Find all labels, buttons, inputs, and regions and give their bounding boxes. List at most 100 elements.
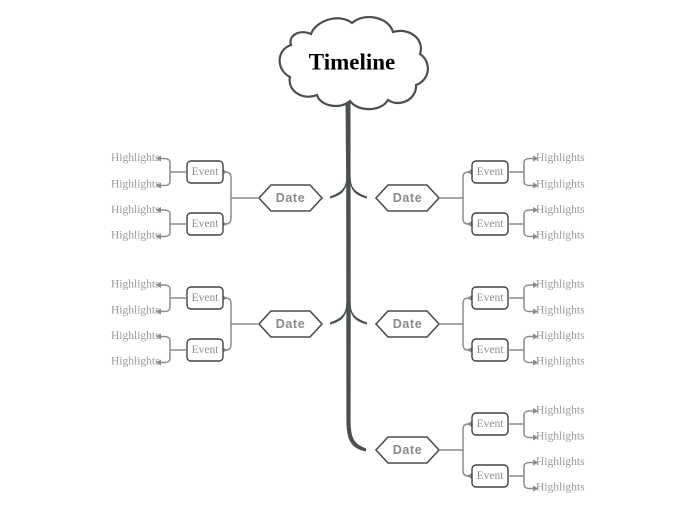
- arrowhead-event-1: [466, 421, 472, 427]
- connector-event2-hl2: [161, 350, 171, 364]
- arrowhead-event-2: [466, 347, 472, 353]
- date-node-top-right[interactable]: Date: [374, 184, 441, 212]
- highlight-label: Highlights: [536, 152, 585, 164]
- connector-event2-hl1: [161, 209, 171, 224]
- connector-event1-hl2: [161, 172, 171, 187]
- connector-event1-hl2: [161, 298, 171, 313]
- arrowhead-hl-3: [155, 333, 161, 340]
- event-node-mid-left-1[interactable]: Event: [186, 286, 224, 310]
- arrowhead-hl-2: [533, 434, 539, 441]
- connector-event1-hl1: [161, 157, 171, 172]
- highlight-label: Highlights: [536, 230, 585, 242]
- arrowhead-hl-2: [155, 308, 161, 315]
- event-node-top-left-2[interactable]: Event: [186, 212, 224, 236]
- highlight-label: Highlights: [111, 179, 160, 191]
- date-label: Date: [393, 443, 423, 457]
- root-label: Timeline: [309, 49, 395, 74]
- event-label: Event: [477, 166, 505, 178]
- connector-event1-hl2: [523, 172, 533, 187]
- event-label: Event: [477, 470, 505, 482]
- arrowhead-hl-3: [533, 333, 539, 340]
- cluster-bottom-right: Date Event Event Highlights Highlights H…: [374, 405, 585, 494]
- cluster-top-right: Date Event Event Highlights Highlights H…: [374, 152, 585, 242]
- event-label: Event: [192, 292, 220, 304]
- highlight-label: Highlights: [111, 356, 160, 368]
- highlight-label: Highlights: [536, 356, 585, 368]
- event-label: Event: [477, 344, 505, 356]
- arrowhead-hl-4: [533, 233, 539, 240]
- event-label: Event: [477, 292, 505, 304]
- date-hex-shape: [374, 310, 441, 338]
- arrowhead-hl-4: [533, 485, 539, 492]
- event-node-mid-left-2[interactable]: Event: [186, 338, 224, 362]
- highlight-label: Highlights: [111, 330, 160, 342]
- event-node-top-right-1[interactable]: Event: [471, 160, 509, 184]
- highlight-label: Highlights: [536, 204, 585, 216]
- highlight-label: Highlights: [536, 179, 585, 191]
- connector-spine-to-event-2: [462, 198, 472, 225]
- event-label: Event: [192, 166, 220, 178]
- highlight-label: Highlights: [536, 456, 585, 468]
- date-node-mid-left[interactable]: Date: [257, 310, 324, 338]
- trunk-group: [330, 95, 367, 452]
- connector-event2-hl1: [523, 335, 533, 350]
- date-label: Date: [276, 191, 306, 205]
- arrowhead-hl-3: [533, 459, 539, 466]
- arrowhead-hl-2: [155, 182, 161, 189]
- event-node-mid-right-2[interactable]: Event: [471, 338, 509, 362]
- event-node-bottom-right-2[interactable]: Event: [471, 464, 509, 488]
- cluster-top-left: Date Event Event Highlights Highl: [111, 152, 324, 242]
- arrowhead-hl-2: [533, 182, 539, 189]
- date-node-mid-right[interactable]: Date: [374, 310, 441, 338]
- connector-spine-to-event-2: [462, 450, 472, 477]
- arrowhead-hl-1: [155, 155, 161, 162]
- date-label: Date: [393, 317, 423, 331]
- arrowhead-hl-1: [533, 282, 539, 288]
- event-node-top-right-2[interactable]: Event: [471, 212, 509, 236]
- connector-spine-to-event-1: [462, 423, 472, 450]
- arrowhead-hl-4: [533, 359, 539, 366]
- arrowhead-hl-3: [155, 207, 161, 213]
- arrowhead-event-1: [466, 295, 472, 301]
- root-node-timeline[interactable]: Timeline: [278, 15, 429, 111]
- date-node-bottom-right[interactable]: Date: [374, 436, 441, 464]
- connector-spine-to-event-2: [462, 324, 472, 351]
- arrowhead-event-2: [466, 473, 472, 479]
- connector-event1-hl1: [523, 284, 533, 298]
- event-label: Event: [477, 218, 505, 230]
- cloud-shape: [278, 15, 429, 111]
- arrowhead-hl-4: [155, 359, 161, 366]
- highlight-label: Highlights: [536, 305, 585, 317]
- arrowhead-hl-1: [533, 155, 539, 162]
- event-node-top-left-1[interactable]: Event: [186, 160, 224, 184]
- connector-event2-hl1: [161, 335, 171, 350]
- highlight-label: Highlights: [111, 204, 160, 216]
- connector-event2-hl1: [523, 209, 533, 224]
- connector-spine-to-event-1: [462, 171, 472, 198]
- highlight-label: Highlights: [536, 431, 585, 443]
- date-node-top-left[interactable]: Date: [257, 184, 324, 212]
- event-node-mid-right-1[interactable]: Event: [471, 286, 509, 310]
- connector-spine-to-event-1: [462, 297, 472, 324]
- arrowhead-hl-4: [155, 233, 161, 240]
- arrowhead-hl-2: [533, 308, 539, 315]
- arrowhead-event-1: [466, 169, 472, 175]
- date-hex-shape: [374, 184, 441, 212]
- highlight-label: Highlights: [536, 330, 585, 342]
- connector-event2-hl2: [523, 350, 533, 364]
- highlight-label: Highlights: [111, 279, 160, 291]
- event-node-bottom-right-1[interactable]: Event: [471, 412, 509, 436]
- date-label: Date: [276, 317, 306, 331]
- arrowhead-hl-1: [155, 282, 161, 288]
- highlight-label: Highlights: [111, 230, 160, 242]
- arrowhead-hl-3: [533, 207, 539, 213]
- arrowhead-event-2: [466, 221, 472, 227]
- trunk-main: [345, 95, 366, 452]
- event-label: Event: [192, 218, 220, 230]
- cluster-mid-right: Date Event Event Highlights Highlights H…: [374, 279, 585, 368]
- event-label: Event: [192, 344, 220, 356]
- trunk-branch-top-right: [349, 176, 367, 199]
- trunk-branch-mid-right: [349, 302, 367, 325]
